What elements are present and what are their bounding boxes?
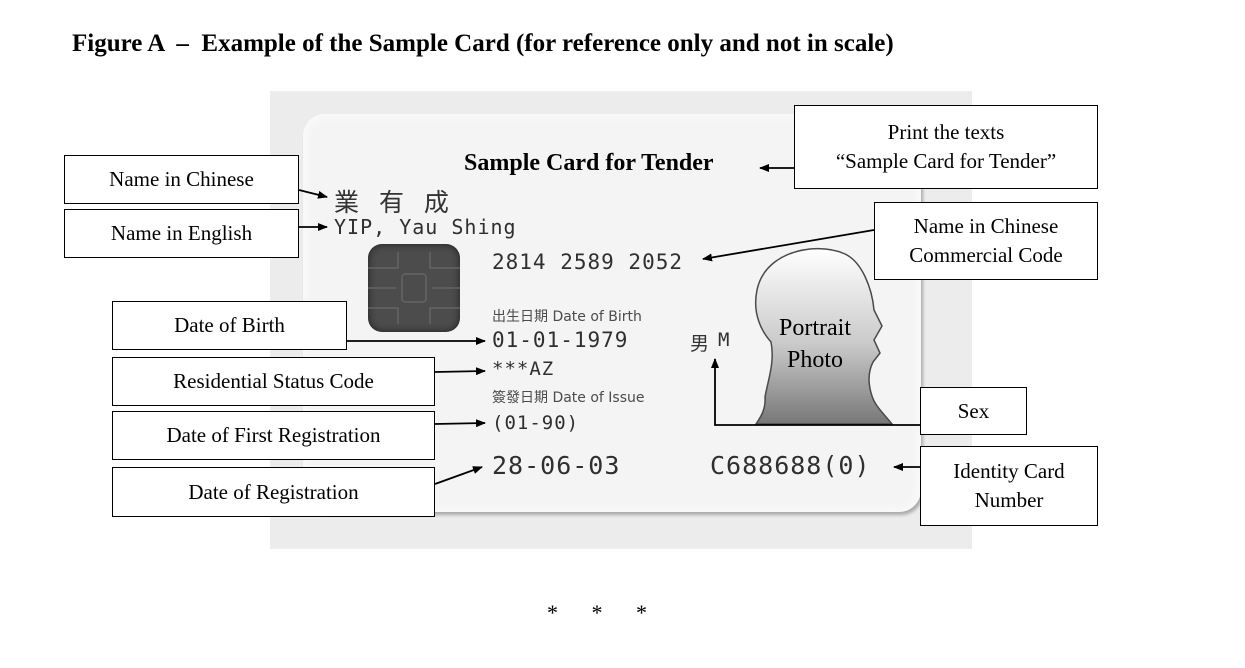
card-sex: M xyxy=(718,329,731,351)
portrait-photo-label: Portrait Photo xyxy=(760,312,870,376)
portrait-line-1: Portrait xyxy=(779,315,851,341)
label-first-registration-text: Date of First Registration xyxy=(166,423,381,447)
figure-title: Figure A – Example of the Sample Card (f… xyxy=(72,30,894,57)
card-dob: 01-01-1979 xyxy=(492,328,629,352)
label-print-line-2: “Sample Card for Tender” xyxy=(835,149,1057,173)
card-dob-caption: 出生日期 Date of Birth xyxy=(492,309,642,325)
section-break-stars: * * * xyxy=(547,600,661,625)
label-print-line-1: Print the texts xyxy=(887,120,1005,144)
arrow-registration xyxy=(434,466,483,485)
arrow-commercial-code xyxy=(702,229,875,262)
label-name-english-text: Name in English xyxy=(110,221,253,245)
card-id-number: C688688(0) xyxy=(710,451,871,480)
label-name-chinese: Name in Chinese xyxy=(64,155,299,204)
label-print-texts: Print the texts “Sample Card for Tender” xyxy=(794,105,1098,189)
label-name-chinese-text: Name in Chinese xyxy=(109,167,254,191)
card-first-registration: (01-90) xyxy=(492,412,580,434)
card-commercial-code: 2814 2589 2052 xyxy=(492,250,684,274)
label-name-english: Name in English xyxy=(64,209,299,258)
card-registration-date: 28-06-03 xyxy=(492,451,621,480)
label-sex-text: Sex xyxy=(957,398,990,423)
label-first-registration: Date of First Registration xyxy=(112,411,435,460)
label-id-line-1: Identity Card xyxy=(953,459,1065,483)
card-heading: Sample Card for Tender xyxy=(464,150,714,176)
label-id-line-2: Number xyxy=(974,488,1044,512)
label-id-number: Identity Card Number xyxy=(920,446,1098,526)
card-name-chinese: 業 有 成 xyxy=(334,188,455,217)
label-date-of-birth-text: Date of Birth xyxy=(174,313,285,337)
label-sex: Sex xyxy=(920,387,1027,435)
card-name-english: YIP, Yau Shing xyxy=(334,215,517,239)
label-date-of-birth: Date of Birth xyxy=(112,301,347,350)
label-ccc-line-1: Name in Chinese xyxy=(913,214,1059,238)
portrait-line-2: Photo xyxy=(786,347,843,373)
arrow-sex xyxy=(711,358,920,426)
arrow-first-registration xyxy=(434,419,486,428)
card-residential-code: ***AZ xyxy=(492,358,555,380)
label-commercial-code: Name in Chinese Commercial Code xyxy=(874,202,1098,280)
smart-chip xyxy=(368,244,460,332)
label-registration: Date of Registration xyxy=(112,467,435,517)
label-registration-text: Date of Registration xyxy=(188,479,359,504)
card-sex-chinese: 男 xyxy=(690,333,710,355)
arrow-residential-status xyxy=(434,367,486,376)
label-residential-status: Residential Status Code xyxy=(112,357,435,406)
label-ccc-line-2: Commercial Code xyxy=(909,243,1063,267)
card-issue-caption: 簽發日期 Date of Issue xyxy=(492,390,645,406)
label-residential-status-text: Residential Status Code xyxy=(173,369,374,393)
arrow-name-chinese xyxy=(298,189,328,199)
